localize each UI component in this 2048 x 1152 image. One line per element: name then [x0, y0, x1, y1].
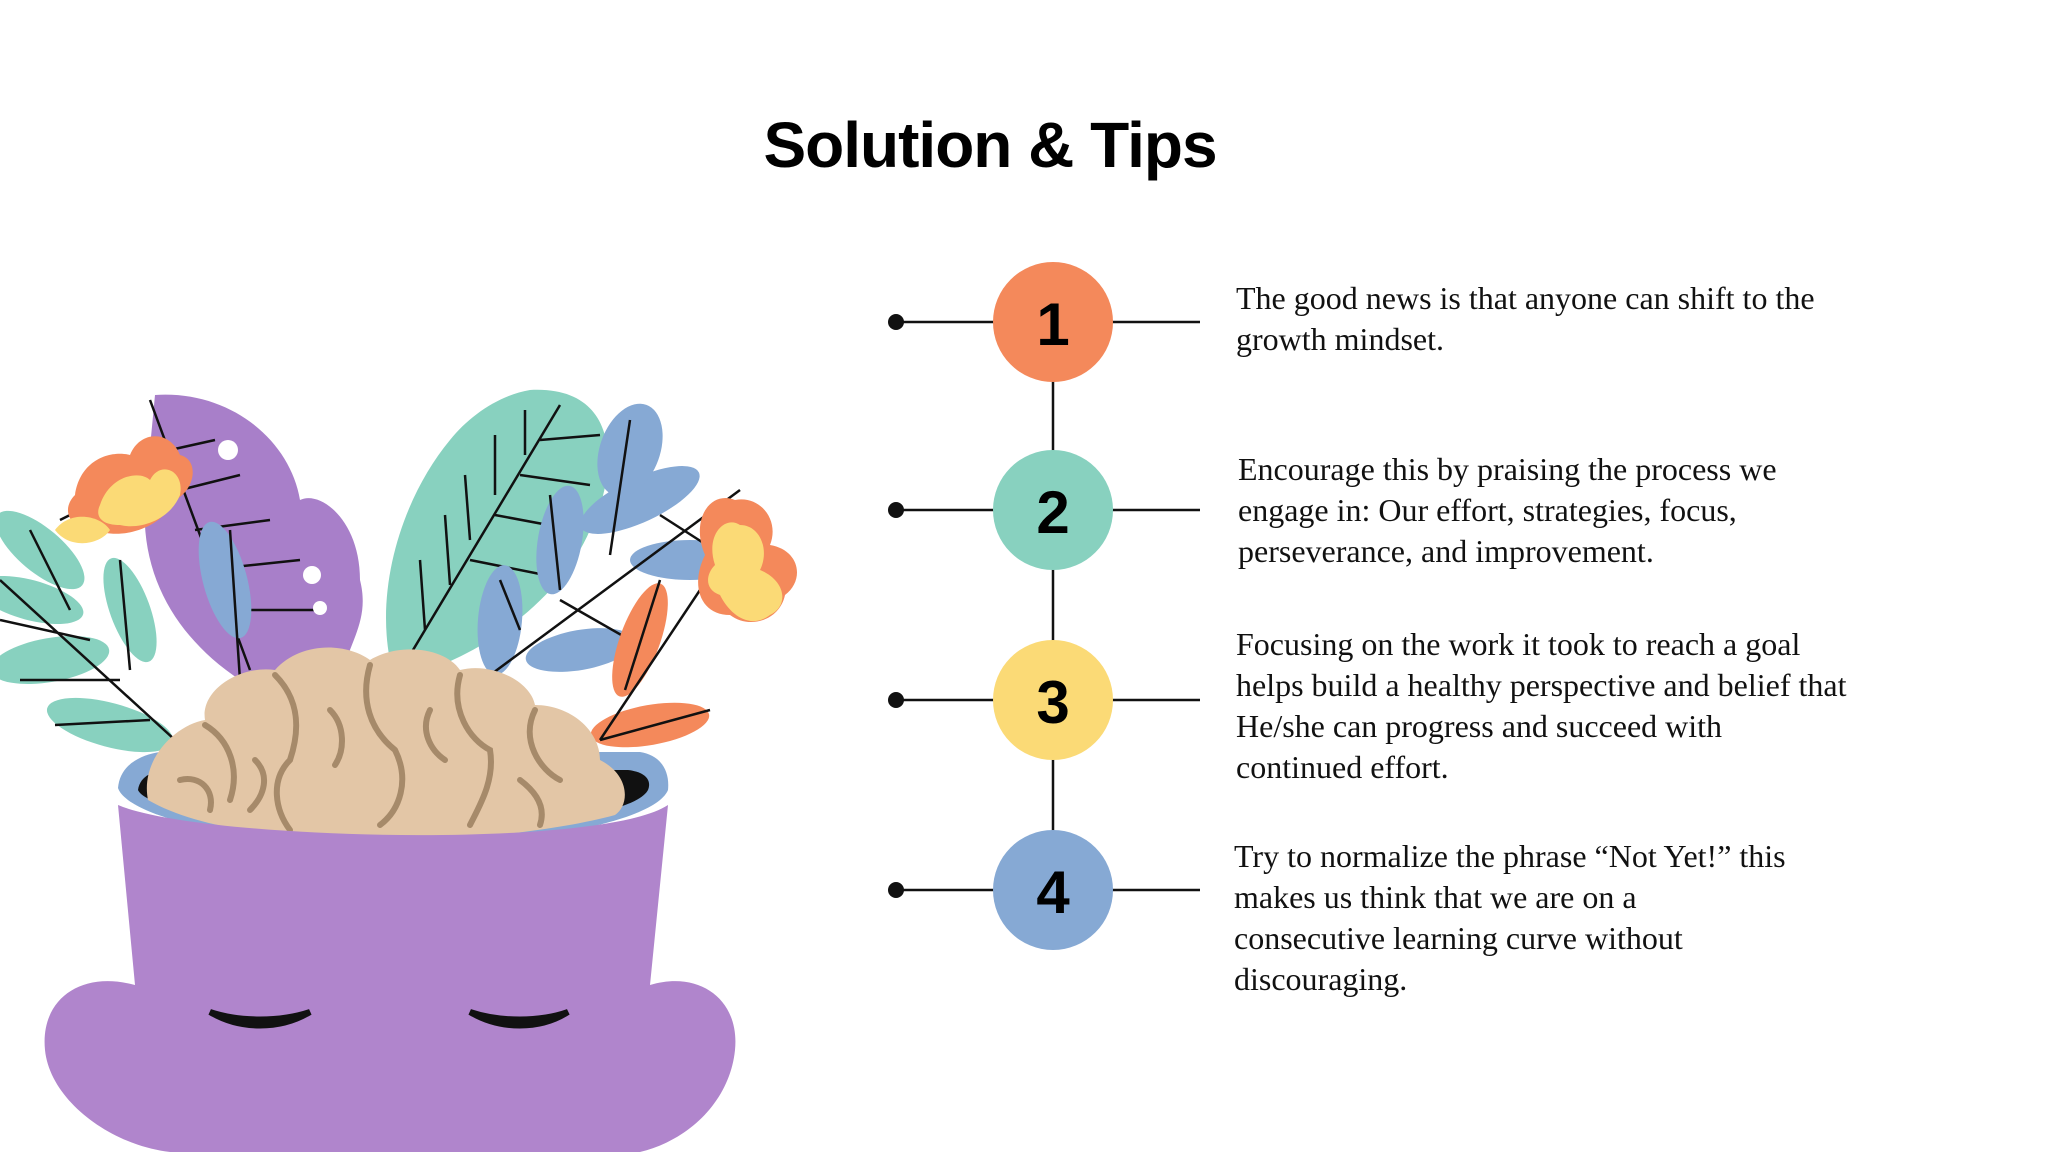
brain-plant-illustration — [0, 389, 797, 1152]
closed-eye-right-icon — [468, 1009, 570, 1029]
timeline-dot-1 — [888, 314, 904, 330]
timeline-dot-4 — [888, 882, 904, 898]
blue-right-leaves — [198, 403, 750, 692]
step-circle-1 — [993, 262, 1113, 382]
slide-title: Solution & Tips — [763, 109, 1217, 181]
pot-body — [44, 805, 736, 1152]
step-circle-2 — [993, 450, 1113, 570]
right-flower — [598, 498, 797, 741]
left-flower — [55, 436, 193, 544]
step-number-3: 3 — [1036, 669, 1069, 736]
timeline-dot-3 — [888, 692, 904, 708]
closed-eye-left-icon — [208, 1009, 312, 1029]
step-circle-4 — [993, 830, 1113, 950]
step-number-1: 1 — [1036, 291, 1069, 358]
step-number-2: 2 — [1036, 479, 1069, 546]
tip-text-2: Encourage this by praising the process w… — [1238, 451, 1777, 569]
teal-large-leaf — [386, 389, 608, 681]
orange-leaves — [590, 579, 711, 748]
tip-text-1: The good news is that anyone can shift t… — [1236, 280, 1815, 357]
brain — [146, 647, 625, 840]
step-circle-3 — [993, 640, 1113, 760]
teal-left-leaves — [0, 510, 176, 753]
tip-text-4: Try to normalize the phrase “Not Yet!” t… — [1234, 838, 1786, 997]
purple-monstera-leaf — [144, 394, 363, 680]
timeline-dot-2 — [888, 502, 904, 518]
numbered-timeline: 1 2 3 4 — [888, 262, 1200, 950]
tip-text-3: Focusing on the work it took to reach a … — [1236, 626, 1847, 785]
step-number-4: 4 — [1036, 859, 1070, 926]
